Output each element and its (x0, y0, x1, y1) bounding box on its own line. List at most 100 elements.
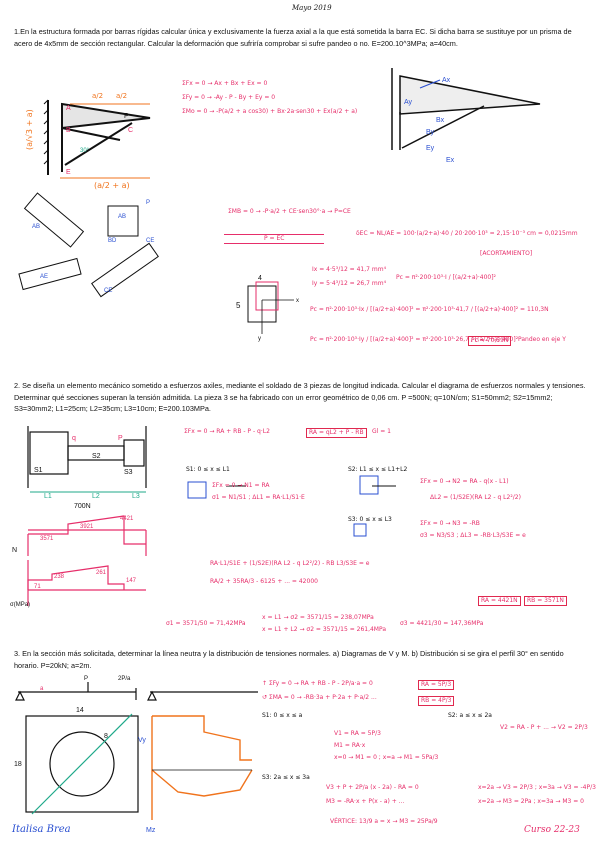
problem-2-statement: 2. Se diseña un elemento mecánico someti… (14, 381, 586, 414)
author-signature: Italisa Brea (12, 824, 71, 835)
svg-text:C: C (128, 127, 133, 134)
p2-result-ra: RA = 4421N (478, 596, 521, 606)
svg-text:S2: S2 (92, 453, 101, 460)
svg-text:AB: AB (32, 224, 40, 230)
svg-text:P: P (84, 676, 88, 682)
p1-work-0: ΣFx = 0 → Ax + Bx + Ex = 0 (182, 80, 268, 87)
svg-text:CE: CE (104, 288, 112, 294)
shear-moment-diagram (151, 715, 253, 820)
p3-work-12: x=2a → V3 = 2P/3 ; x=3a → V3 = -4P/3 (478, 784, 596, 791)
p3-work-4: S1: 0 ≤ x ≤ a (262, 712, 303, 719)
beam-3a (15, 682, 137, 701)
svg-text:Bx: Bx (436, 117, 445, 124)
p2-work-19: σ3 = 4421/30 = 147,36MPa (400, 620, 484, 627)
fbd-structure-1 (391, 68, 541, 150)
svg-text:Ay: Ay (404, 99, 413, 106)
svg-text:B: B (66, 127, 71, 134)
p2-work-4: ΣFx = 0 → N1 = RA (212, 482, 270, 489)
svg-text:2P/a: 2P/a (118, 676, 131, 682)
normal-force-diagram (27, 515, 147, 556)
svg-text:σ(MPa): σ(MPa) (10, 602, 30, 608)
p2-work-13: RA/2 + 35RA/3 - 6125 + ... = 42000 (210, 578, 318, 585)
p3-work-14: x=2a → M3 = 2Pa ; x=3a → M3 = 0 (478, 798, 584, 805)
svg-text:4421: 4421 (120, 516, 134, 522)
p1-work-11: Pc = π²·200·10³·Iy / [(a/2+a)·400]² = π²… (310, 336, 519, 343)
p1-work-8: Iy = 5·4³/12 = 26,7 mm⁴ (312, 280, 386, 287)
p1-work-3: ΣMB = 0 → -P·a/2 + CE·sen30°·a → P=CE (228, 208, 351, 215)
svg-text:Ax: Ax (442, 77, 451, 84)
p2-work-8: ΔL2 = (1/S2E)(RA L2 - q L2²/2) (430, 494, 521, 501)
axial-element-2 (27, 426, 147, 488)
svg-text:8: 8 (104, 733, 108, 740)
p2-work-18: x = L1 + L2 → σ2 = 3571/15 = 261,4MPa (262, 626, 387, 633)
svg-text:Vy: Vy (138, 737, 146, 744)
svg-text:a: a (40, 686, 44, 692)
p1-work-10: Pc = π²·200·10³·Ix / [(a/2+a)·400]² = π²… (310, 306, 549, 313)
svg-text:N: N (12, 547, 17, 554)
truss-structure-1 (43, 99, 151, 175)
svg-text:(a/2 + a): (a/2 + a) (94, 181, 130, 190)
p3-work-10: S3: 2a ≤ x ≤ 3a (262, 774, 310, 781)
svg-text:700N: 700N (74, 503, 91, 510)
svg-text:L3: L3 (132, 493, 140, 500)
p2-work-6: S2: L1 ≤ x ≤ L1+L2 (348, 466, 408, 473)
bar-fbds-1 (18, 192, 159, 298)
p3-work-0: ↑ ΣFy = 0 → RA + RB - P - 2P/a·a = 0 (262, 680, 373, 687)
svg-text:14: 14 (76, 707, 84, 714)
svg-text:18: 18 (14, 761, 22, 768)
p2-result-rb: RB = 3571N (524, 596, 567, 606)
p2-work-2: Gl = 1 (372, 428, 391, 435)
p2-work-1: RA = qL2 + P - RB (306, 428, 367, 438)
p3-work-15: VÉRTICE: 13/9 a = x → M3 = 25Pa/9 (330, 818, 438, 825)
p2-work-7: ΣFx = 0 → N2 = RA - q(x - L1) (420, 478, 509, 485)
svg-text:71: 71 (34, 584, 41, 590)
svg-text:Mz: Mz (146, 827, 156, 834)
svg-text:238: 238 (54, 574, 65, 580)
p1-work-4: P = EC (224, 234, 325, 244)
course-label: Curso 22-23 (524, 825, 580, 835)
svg-text:P: P (118, 435, 123, 442)
p2-work-16: σ1 = 3571/50 = 71,42MPa (166, 620, 246, 627)
svg-text:q: q (72, 435, 76, 442)
p2-work-10: ΣFx = 0 → N3 = -RB (420, 520, 480, 527)
svg-text:a/2: a/2 (116, 92, 127, 100)
svg-text:E: E (66, 169, 71, 176)
p2-work-12: RA·L1/S1E + (1/S2E)(RA L2 - q L2²/2) - R… (210, 560, 370, 567)
svg-text:5: 5 (236, 301, 241, 310)
svg-text:x: x (296, 298, 299, 304)
svg-text:(a/√3 + a): (a/√3 + a) (25, 109, 34, 150)
svg-text:BD: BD (108, 238, 117, 244)
p3-work-11: V3 + P + 2P/a (x - 2a) - RA = 0 (326, 784, 419, 791)
p3-work-13: M3 = -RA·x + P(x - a) + ... (326, 798, 405, 805)
p2-work-0: ΣFx = 0 → RA + RB - P - q·L2 (184, 428, 270, 435)
svg-text:P: P (124, 113, 129, 120)
p3-work-7: x=0 → M1 = 0 ; x=a → M1 = 5Pa/3 (334, 754, 439, 761)
svg-text:L2: L2 (92, 493, 100, 500)
p3-work-5: V1 = RA = 5P/3 (334, 730, 381, 737)
svg-text:30°: 30° (80, 148, 90, 154)
svg-text:S1: S1 (34, 467, 43, 474)
cross-section-3 (25, 713, 139, 815)
svg-text:147: 147 (126, 578, 137, 584)
p3-result-rb: RB = 4P/3 (418, 696, 455, 706)
problem-3-statement: 3. En la sección más solicitada, determi… (14, 649, 564, 670)
svg-text:S3: S3 (124, 469, 133, 476)
p1-work-9: Pc = π²·200·10³·I / [(a/2+a)·400]² (396, 274, 496, 281)
p3-result-ra: RA = 5P/3 (418, 680, 455, 690)
p2-work-5: σ1 = N1/S1 ; ΔL1 = RA·L1/S1·E (212, 494, 305, 501)
svg-text:3921: 3921 (80, 524, 94, 530)
p1-work-6: [ACORTAMIENTO] (480, 250, 533, 257)
svg-text:3571: 3571 (40, 536, 54, 542)
svg-text:y: y (258, 336, 261, 342)
p3-work-8: S2: a ≤ x ≤ 2a (448, 712, 492, 719)
beam-3b (147, 690, 258, 701)
svg-text:A: A (66, 105, 71, 112)
p2-work-9: S3: 0 ≤ x ≤ L3 (348, 516, 392, 523)
p3-work-2: ↺ ΣMA = 0 → -RB·3a + P·2a + P·a/2 ... (262, 694, 377, 701)
stress-diagram (27, 560, 146, 606)
p2-work-3: S1: 0 ≤ x ≤ L1 (186, 466, 230, 473)
p2-work-11: σ3 = N3/S3 ; ΔL3 = -RB·L3/S3E = e (420, 532, 526, 539)
p1-result-pandeo: Pandeo en eje Y (518, 336, 566, 343)
p1-work-7: Ix = 4·5³/12 = 41,7 mm⁴ (312, 266, 386, 273)
